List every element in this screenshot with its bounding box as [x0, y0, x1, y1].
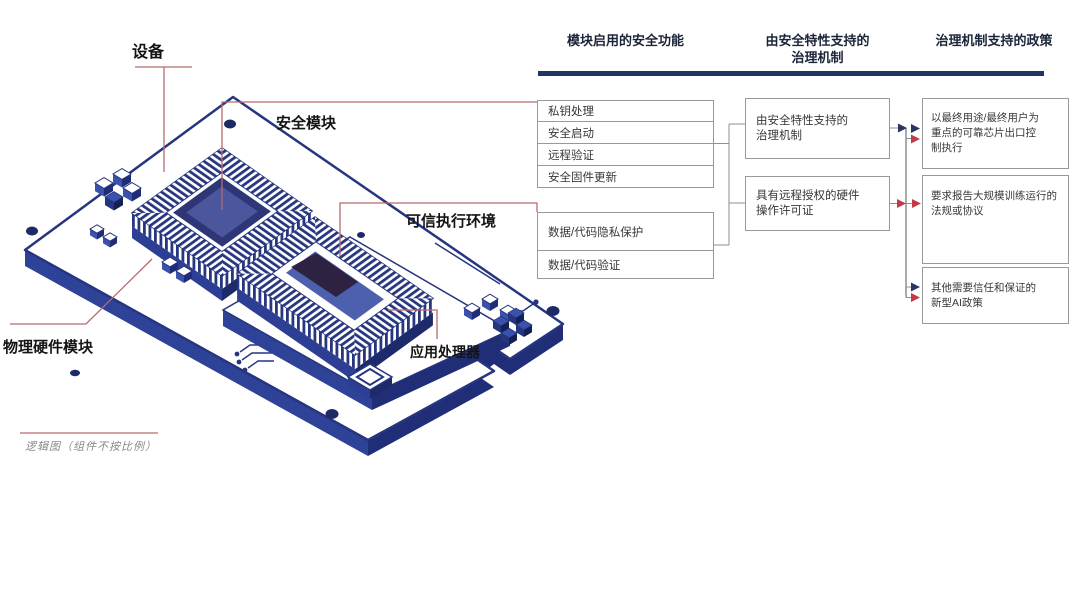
arrow-blue-icon [911, 124, 920, 133]
annotation-lines [10, 66, 538, 434]
arrow-red-icon [911, 134, 920, 144]
flow-arrowheads [897, 123, 921, 302]
tee-chip [235, 216, 435, 382]
component-chip-small [346, 363, 394, 399]
arrow-blue-icon [898, 123, 907, 133]
arrow-red-icon [897, 199, 906, 208]
arrow-blue-icon [911, 282, 920, 292]
arrow-red-icon [912, 199, 921, 208]
component-cubes [89, 168, 533, 345]
connector-lines [713, 123, 912, 298]
mounting-holes [26, 119, 560, 419]
arrow-red-icon [911, 293, 920, 302]
